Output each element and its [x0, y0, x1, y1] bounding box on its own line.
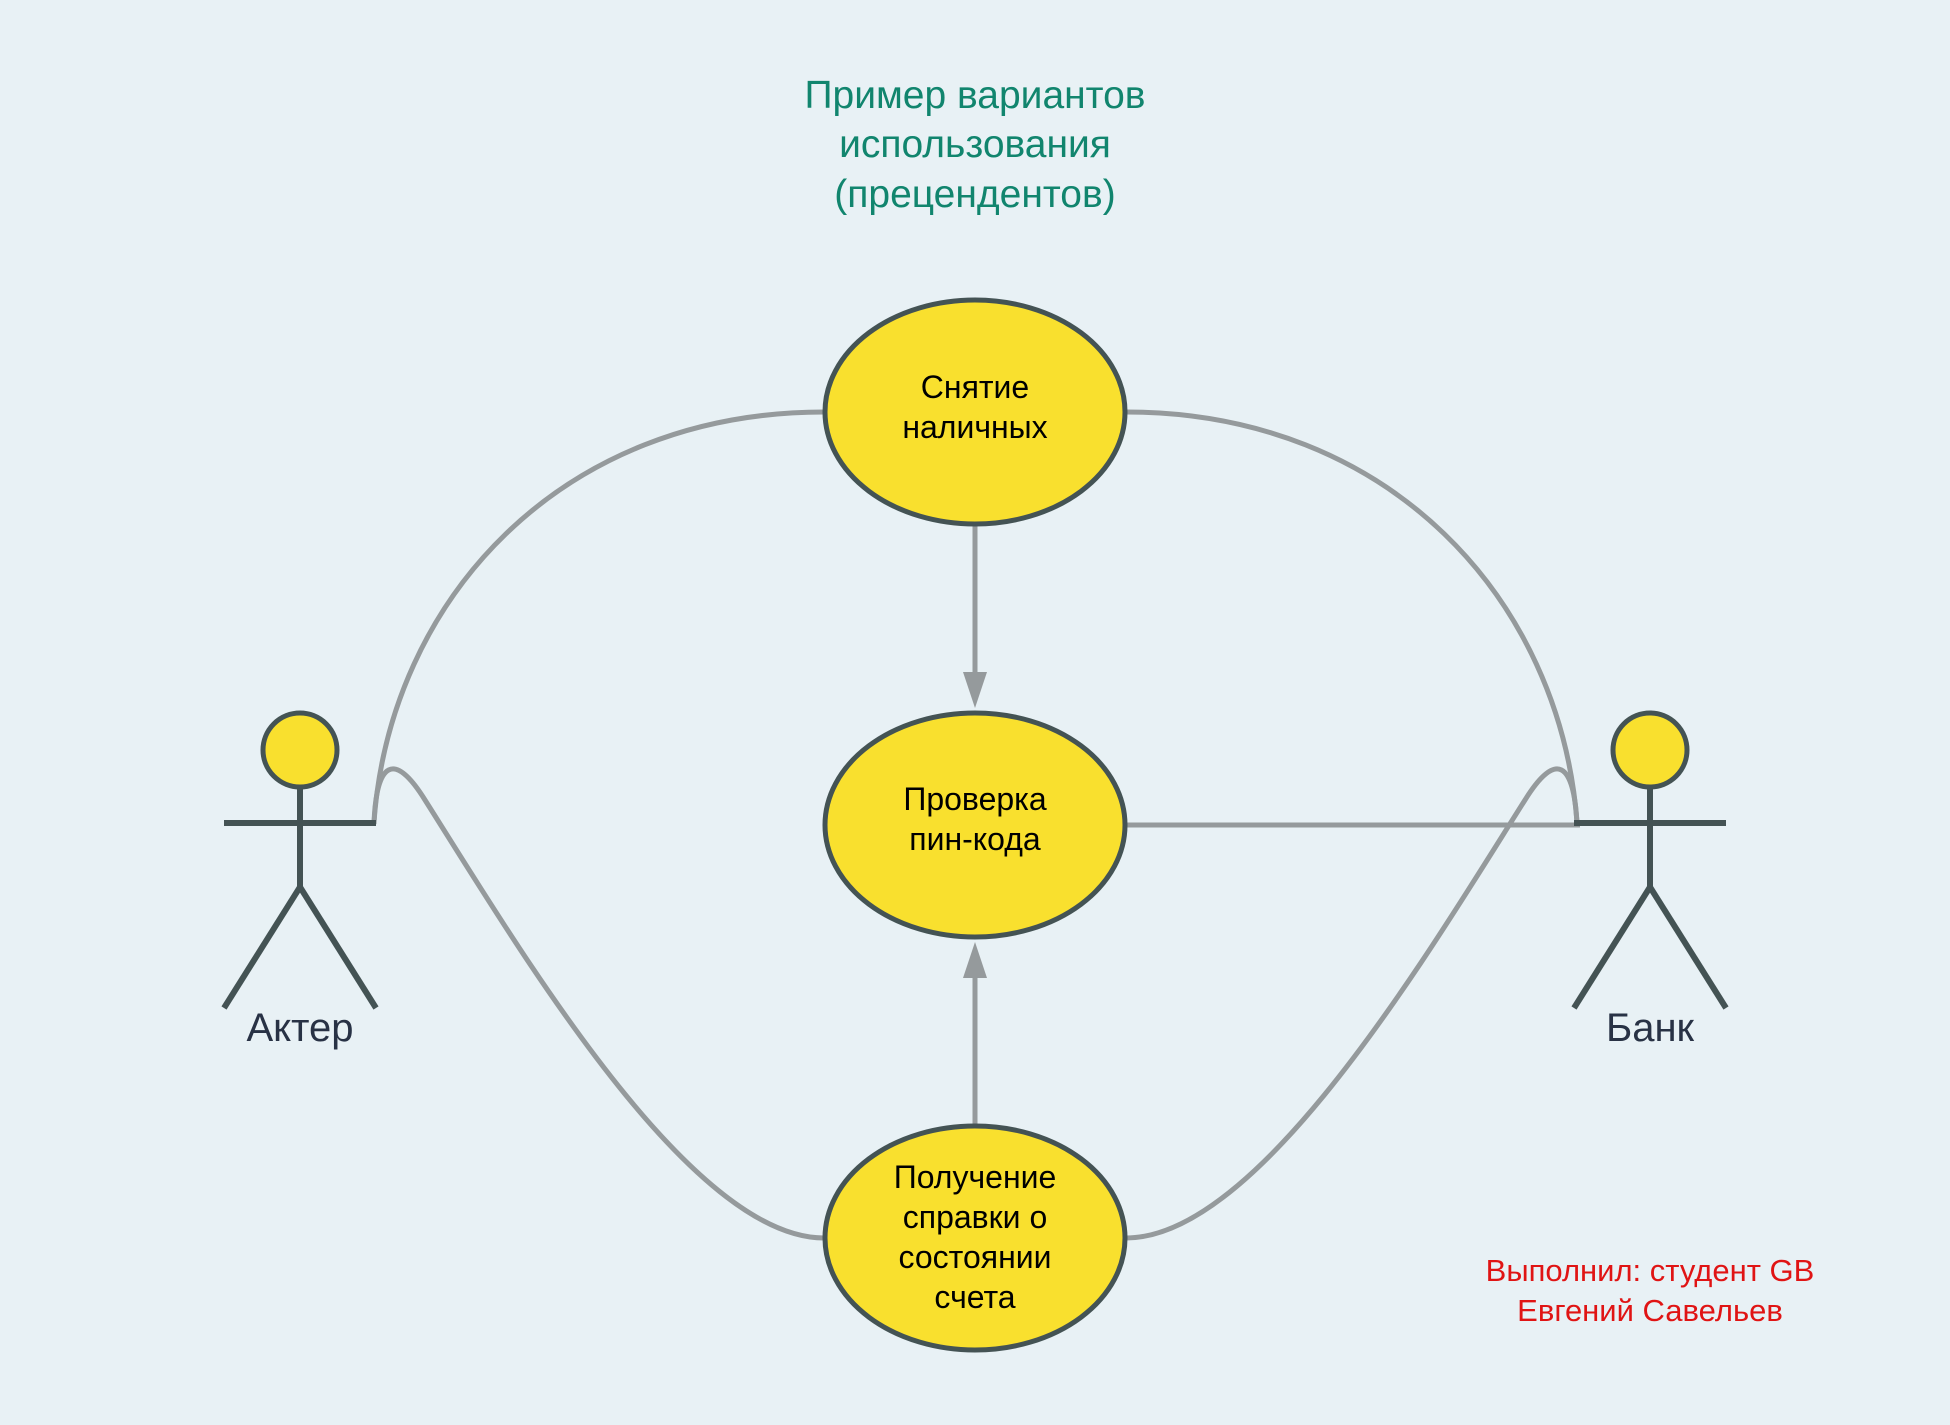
use-case-pin-check-line-1: Проверка [903, 781, 1047, 817]
stick-figure-icon[interactable] [1571, 710, 1729, 1010]
title-line-2: использования [839, 123, 1111, 166]
use-case-withdraw[interactable]: Снятие наличных [822, 297, 1128, 527]
actor-right-leg-right [1647, 885, 1729, 1010]
connector-actor-balance [371, 766, 825, 1241]
use-case-pin-check-line-2: пин-кода [909, 821, 1041, 857]
use-case-withdraw-line-1: Снятие [921, 369, 1029, 405]
connector-actor-withdraw [371, 409, 825, 823]
actor-right-label: Банк [1606, 1006, 1695, 1050]
use-case-balance-line-2: справки о [903, 1199, 1047, 1235]
use-case-withdraw-line-2: наличных [902, 409, 1047, 445]
author-note: Выполнил: студент GB Евгений Савельев [1486, 1253, 1815, 1328]
arrowhead-up [963, 942, 987, 978]
arrowhead-down [963, 672, 987, 708]
actor-right[interactable]: Банк [1571, 710, 1729, 1050]
actor-left-label: Актер [247, 1006, 354, 1050]
use-case-pin-check-shape[interactable] [822, 710, 1128, 940]
use-case-balance-line-4: счета [934, 1279, 1015, 1315]
use-case-balance-line-3: состоянии [899, 1239, 1052, 1275]
actor-left[interactable]: Актер [221, 710, 379, 1050]
use-case-balance[interactable]: Получение справки о состоянии счета [822, 1123, 1128, 1353]
connector-balance-bank [1125, 766, 1580, 1241]
title-line-3: (прецендентов) [834, 173, 1115, 216]
use-case-balance-line-1: Получение [894, 1159, 1057, 1195]
author-line-2: Евгений Савельев [1517, 1293, 1783, 1328]
author-line-1: Выполнил: студент GB [1486, 1253, 1815, 1288]
use-case-withdraw-shape[interactable] [822, 297, 1128, 527]
connectors [371, 409, 1580, 1241]
actor-right-leg-left [1571, 885, 1653, 1010]
stick-figure-icon[interactable] [221, 710, 379, 1010]
actor-left-head [260, 710, 340, 790]
actor-left-leg-left [221, 885, 303, 1010]
title-line-1: Пример вариантов [804, 74, 1145, 117]
use-case-pin-check[interactable]: Проверка пин-кода [822, 710, 1128, 940]
diagram-title: Пример вариантов использования (преценде… [804, 74, 1145, 216]
actor-right-head [1610, 710, 1690, 790]
actor-left-leg-right [297, 885, 379, 1010]
connector-withdraw-bank [1125, 409, 1580, 823]
use-case-balance-shape[interactable] [822, 1123, 1128, 1353]
